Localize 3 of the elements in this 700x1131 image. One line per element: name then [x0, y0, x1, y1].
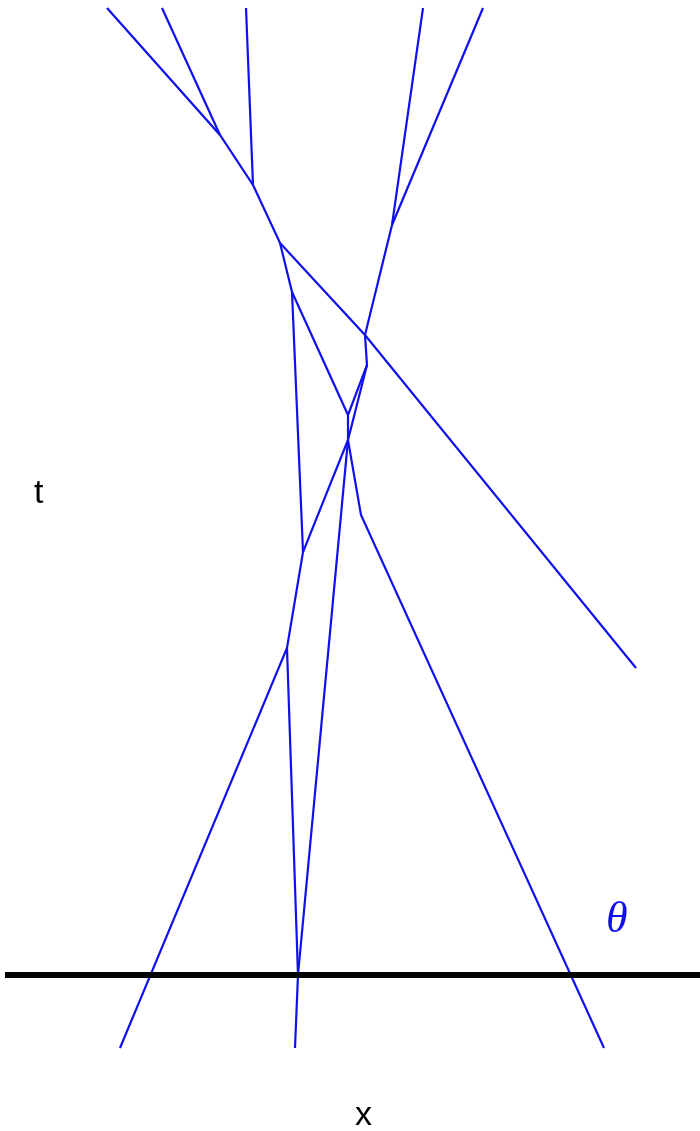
axis-label: t	[34, 474, 44, 508]
angle-label: θ	[606, 896, 628, 940]
axis-label: x	[355, 1096, 372, 1130]
